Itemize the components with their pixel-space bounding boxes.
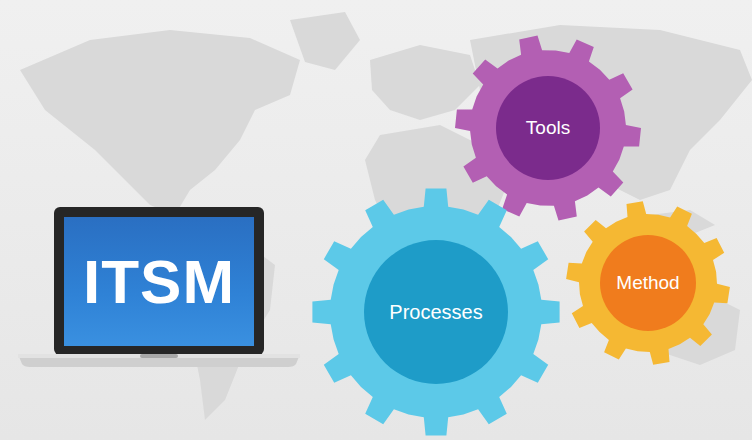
gear-hub bbox=[600, 235, 696, 331]
gear-hub bbox=[364, 240, 508, 384]
gear-label: Method bbox=[616, 272, 679, 294]
laptop-edge bbox=[18, 354, 300, 358]
gear-teeth bbox=[312, 188, 559, 435]
laptop-base bbox=[18, 354, 300, 367]
laptop-notch bbox=[140, 354, 178, 358]
gear-label: Processes bbox=[389, 301, 482, 324]
gear-hub bbox=[496, 76, 600, 180]
laptop-screen: ITSM bbox=[64, 217, 254, 346]
tools-gear: Tools bbox=[455, 35, 641, 221]
gear-teeth bbox=[566, 201, 730, 365]
processes-gear: Processes bbox=[312, 188, 560, 436]
method-gear: Method bbox=[566, 201, 730, 365]
gear-label: Tools bbox=[526, 117, 570, 139]
gear-teeth bbox=[455, 36, 641, 221]
screen-title: ITSM bbox=[83, 246, 235, 317]
laptop-bezel bbox=[54, 207, 264, 355]
laptop bbox=[18, 207, 300, 367]
